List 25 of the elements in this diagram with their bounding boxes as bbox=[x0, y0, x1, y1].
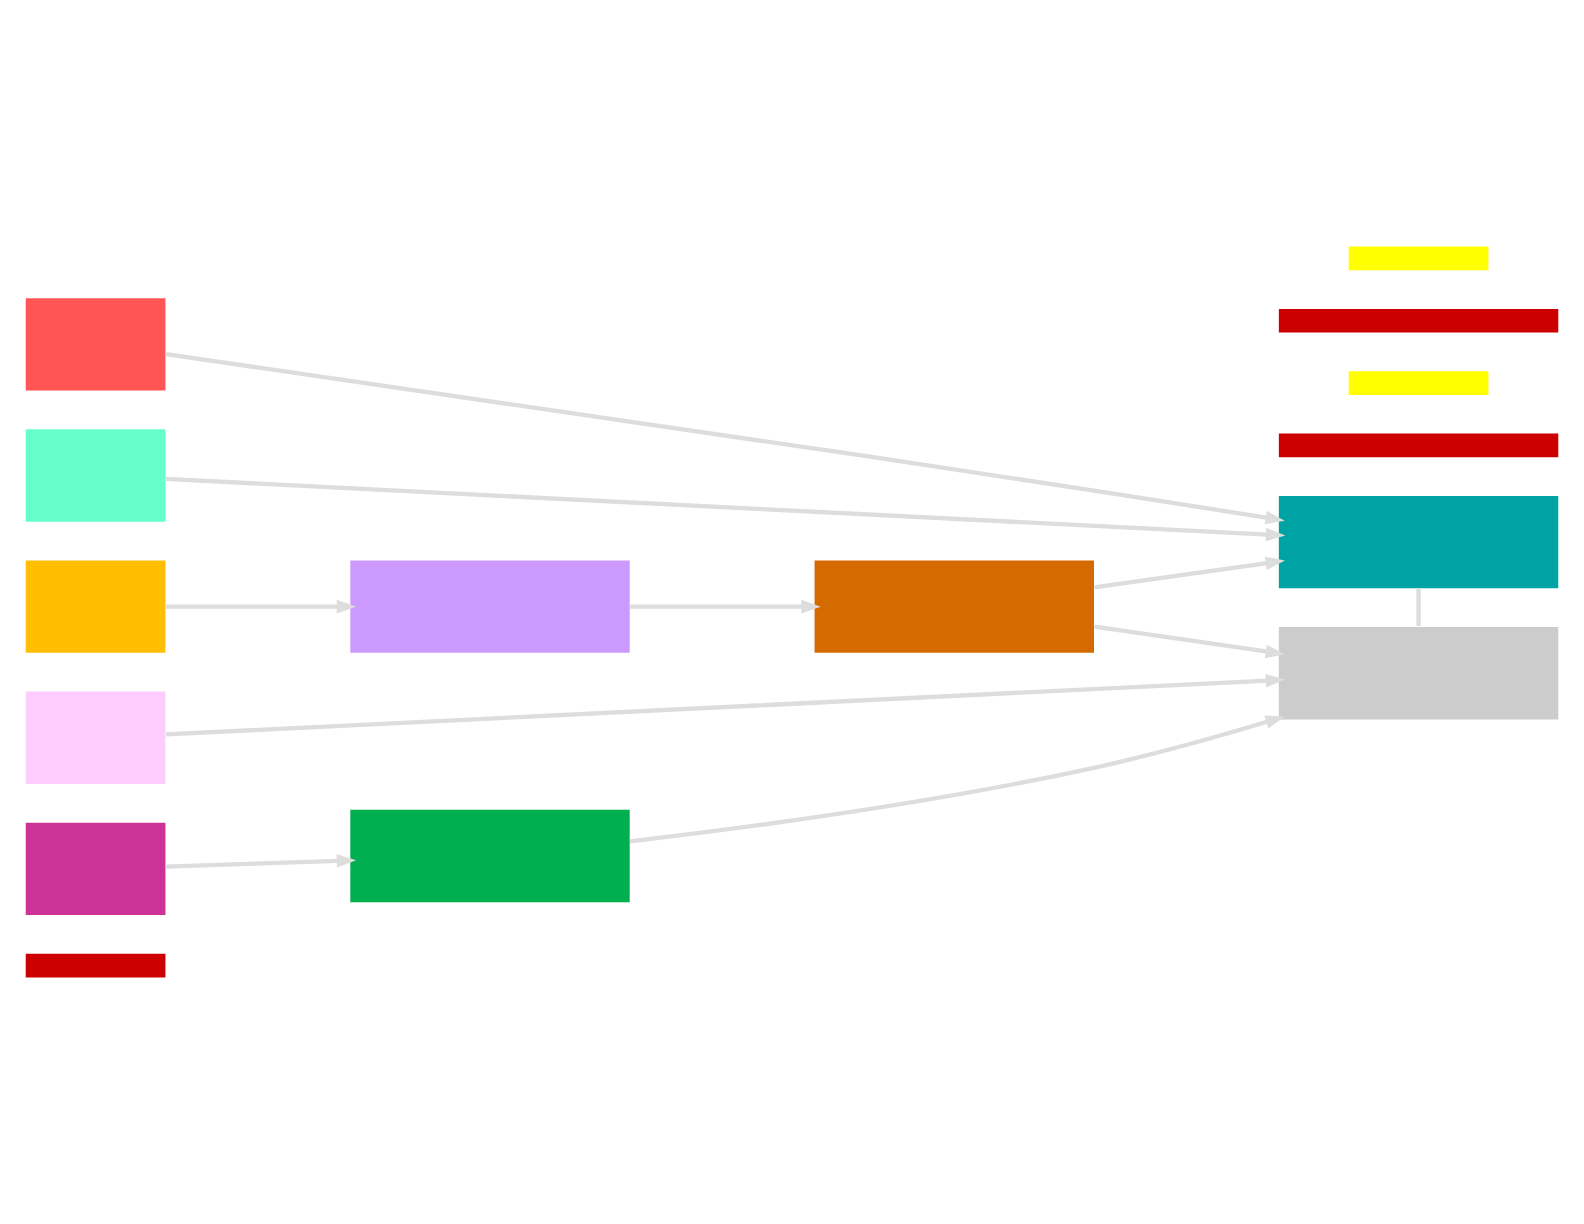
node-box bbox=[25, 298, 166, 391]
node-box bbox=[350, 809, 630, 903]
node-bar bbox=[1278, 433, 1559, 458]
arrow bbox=[1094, 624, 1285, 659]
arrow bbox=[165, 352, 1285, 525]
node-box bbox=[1278, 495, 1559, 589]
node-box bbox=[25, 822, 166, 916]
node-box bbox=[25, 691, 166, 784]
node-bar bbox=[1278, 308, 1559, 333]
arrow bbox=[165, 476, 1286, 542]
node-box bbox=[25, 560, 166, 653]
node-bar bbox=[1348, 246, 1489, 271]
arrow bbox=[165, 599, 357, 614]
arrow bbox=[1094, 556, 1285, 590]
node-bar bbox=[25, 953, 166, 978]
node-box bbox=[1278, 627, 1559, 720]
node-box bbox=[25, 429, 166, 522]
node-bar bbox=[1348, 371, 1489, 395]
node-box bbox=[350, 560, 630, 653]
arrow bbox=[165, 673, 1286, 737]
connector bbox=[1416, 588, 1421, 627]
node-box bbox=[814, 560, 1094, 653]
arrow bbox=[630, 599, 821, 614]
arrow bbox=[165, 854, 357, 869]
arrow bbox=[629, 715, 1285, 844]
